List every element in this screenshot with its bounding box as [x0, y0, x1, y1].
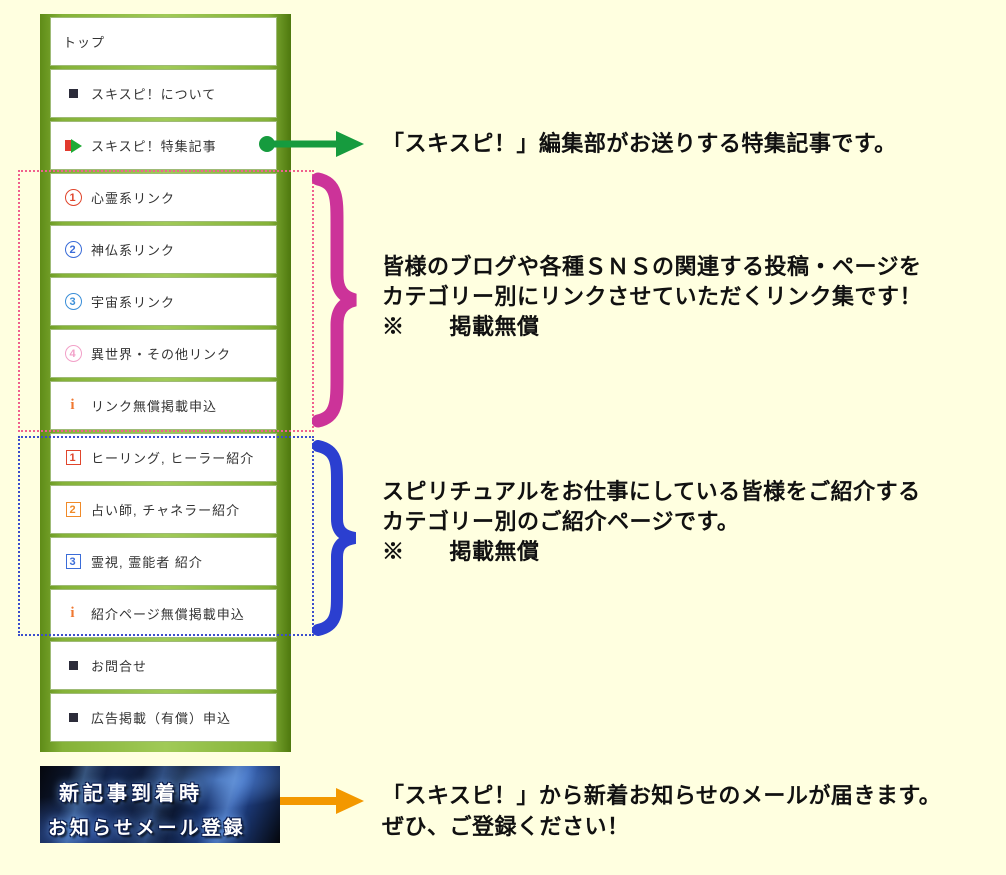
sidebar-item-intro-uranai[interactable]: 2 占い師, チャネラー紹介 — [50, 485, 277, 534]
sidebar-item-link-uchu[interactable]: 3 宇宙系リンク — [50, 277, 277, 326]
sidebar-item-intro-healing[interactable]: 1 ヒーリング, ヒーラー紹介 — [50, 433, 277, 482]
info-icon: i — [70, 605, 76, 621]
boxed-2-icon: 2 — [63, 502, 83, 517]
sidebar-item-ad-apply[interactable]: 広告掲載（有償）申込 — [50, 693, 277, 742]
menu-item-label: 心霊系リンク — [91, 191, 176, 206]
menu-item-label: スキスピ！特集記事 — [91, 139, 217, 154]
menu-item-label: ヒーリング, ヒーラー紹介 — [91, 451, 255, 466]
links-annotation-line2: カテゴリー別にリンクさせていただくリンク集です！ — [382, 284, 923, 309]
circled-1-icon: 1 — [63, 189, 83, 206]
intro-annotation: スピリチュアルをお仕事にしている皆様をご紹介する カテゴリー別のご紹介ページです… — [382, 477, 921, 567]
sidebar-item-link-apply[interactable]: i リンク無償掲載申込 — [50, 381, 277, 430]
featured-annotation: 「スキスピ！」編集部がお送りする特集記事です。 — [382, 131, 897, 156]
boxed-3-icon: 3 — [63, 554, 83, 569]
circled-2-icon: 2 — [63, 241, 83, 258]
bullet-square-icon — [63, 713, 83, 722]
mail-annotation-line1: 「スキスピ！」から新着お知らせのメールが届きます。 — [382, 783, 942, 808]
intro-group-brace-icon — [312, 440, 357, 636]
menu-item-label: お問合せ — [91, 659, 148, 674]
banner-line1: 新記事到着時 — [59, 783, 203, 805]
info-icon: i — [70, 397, 76, 413]
menu-item-label: 霊視, 霊能者 紹介 — [91, 555, 203, 570]
sidebar-menu: トップ スキスピ！について スキスピ！特集記事 1 心霊系リンク 2 神仏系リン… — [40, 14, 291, 752]
mail-annotation: 「スキスピ！」から新着お知らせのメールが届きます。 ぜひ、ご登録ください！ — [382, 780, 941, 842]
circled-4-icon: 4 — [63, 345, 83, 362]
sidebar-item-intro-apply[interactable]: i 紹介ページ無償掲載申込 — [50, 589, 277, 638]
circled-3-icon: 3 — [63, 293, 83, 310]
menu-item-label: リンク無償掲載申込 — [91, 399, 218, 414]
menu-item-label: 占い師, チャネラー紹介 — [91, 503, 241, 518]
links-annotation: 皆様のブログや各種ＳＮＳの関連する投稿・ページを カテゴリー別にリンクさせていた… — [382, 252, 922, 342]
menu-item-label: 神仏系リンク — [91, 243, 176, 258]
sidebar-item-link-isekai[interactable]: 4 異世界・その他リンク — [50, 329, 277, 378]
sidebar-item-link-shinbutsu[interactable]: 2 神仏系リンク — [50, 225, 277, 274]
sidebar-item-about[interactable]: スキスピ！について — [50, 69, 277, 118]
sidebar-item-intro-reishi[interactable]: 3 霊視, 霊能者 紹介 — [50, 537, 277, 586]
menu-item-label: スキスピ！について — [91, 87, 217, 102]
sidebar-item-contact[interactable]: お問合せ — [50, 641, 277, 690]
links-annotation-line3: ※ 掲載無償 — [382, 314, 540, 339]
bullet-square-icon — [63, 89, 83, 98]
mail-annotation-line2: ぜひ、ご登録ください！ — [382, 814, 630, 839]
mail-signup-banner[interactable]: 新記事到着時 お知らせメール登録 — [40, 766, 280, 843]
boxed-1-icon: 1 — [63, 450, 83, 465]
intro-annotation-line2: カテゴリー別のご紹介ページです。 — [382, 509, 740, 534]
bullet-square-icon — [63, 661, 83, 670]
menu-item-label: 異世界・その他リンク — [91, 347, 232, 362]
mail-pointer-arrow-icon — [260, 788, 364, 814]
links-group-brace-icon — [312, 172, 357, 428]
sidebar-item-link-shinrei[interactable]: 1 心霊系リンク — [50, 173, 277, 222]
menu-item-label: 広告掲載（有償）申込 — [91, 711, 232, 726]
sidebar-item-top[interactable]: トップ — [50, 17, 277, 66]
menu-item-label: トップ — [63, 35, 106, 50]
menu-item-label: 紹介ページ無償掲載申込 — [91, 607, 245, 622]
featured-arrow-icon — [63, 138, 83, 153]
sidebar-item-featured[interactable]: スキスピ！特集記事 — [50, 121, 277, 170]
intro-annotation-line1: スピリチュアルをお仕事にしている皆様をご紹介する — [382, 479, 921, 504]
banner-line2: お知らせメール登録 — [48, 818, 246, 839]
links-annotation-line1: 皆様のブログや各種ＳＮＳの関連する投稿・ページを — [382, 254, 922, 279]
featured-pointer-arrow-icon — [259, 131, 364, 157]
intro-annotation-line3: ※ 掲載無償 — [382, 539, 540, 564]
menu-item-label: 宇宙系リンク — [91, 295, 176, 310]
